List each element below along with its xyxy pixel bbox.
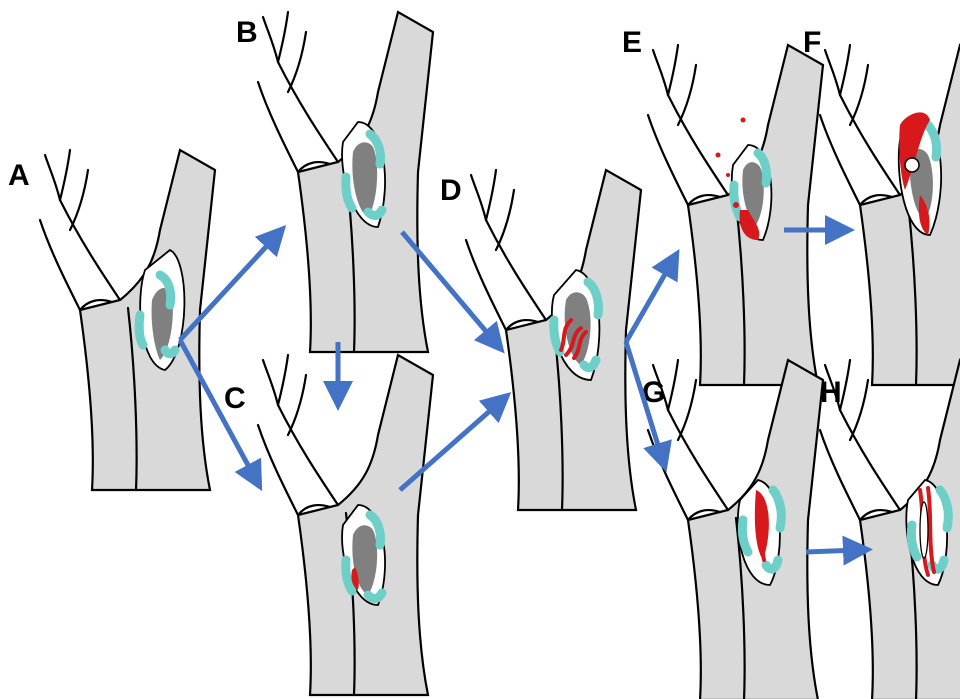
plaque-c <box>341 504 387 606</box>
plaque-b <box>341 121 387 228</box>
plaque-h <box>905 479 953 586</box>
panel-b <box>256 10 435 354</box>
plaque-a <box>134 248 186 371</box>
panel-h <box>818 358 960 699</box>
panel-f <box>818 43 960 387</box>
panel-a <box>38 148 217 492</box>
arrow-g-to-h <box>805 535 873 566</box>
label-a: A <box>8 159 30 192</box>
plaque-g <box>736 479 786 586</box>
panel-c <box>256 353 435 697</box>
label-e: E <box>622 26 642 59</box>
arrow-b-to-d <box>400 230 505 354</box>
label-b: B <box>236 16 258 49</box>
label-f: F <box>803 26 821 59</box>
arrow-a-to-b <box>178 224 287 342</box>
arrows <box>177 215 873 566</box>
label-g: G <box>642 376 665 409</box>
arrow-d-to-e <box>623 248 680 344</box>
panel-d <box>464 168 643 512</box>
panel-g <box>646 358 825 699</box>
label-h: H <box>820 376 842 409</box>
plaque-f <box>897 112 943 236</box>
plaque-d <box>549 269 603 381</box>
panel-e <box>646 43 825 387</box>
arrow-a-to-c <box>177 338 263 492</box>
arrow-d-to-g <box>623 341 672 473</box>
label-d: D <box>440 174 462 207</box>
label-c: C <box>224 382 246 415</box>
arrow-c-to-d <box>398 392 512 492</box>
plaque-e <box>715 117 773 241</box>
